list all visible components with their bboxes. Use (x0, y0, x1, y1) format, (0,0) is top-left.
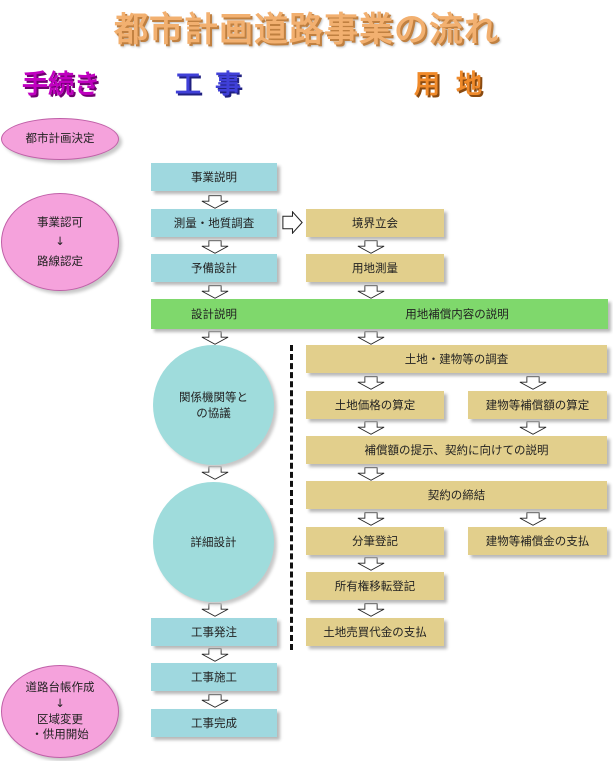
agency-consultation-circle: 関係機関等と の協議 (153, 345, 274, 465)
down-arrow (201, 195, 229, 209)
order-box: 工事発注 (151, 618, 277, 646)
down-arrow (357, 285, 385, 299)
agency-consultation-line1: 関係機関等と (179, 389, 248, 404)
down-arrow (201, 694, 229, 708)
down-arrow (357, 512, 385, 526)
agency-consultation-line2: の協議 (196, 406, 231, 420)
detailed-design-circle: 詳細設計 (153, 482, 274, 602)
ledger-arrow-label: ↓ (55, 695, 65, 710)
ledger-creation-label: 道路台帳作成 (25, 680, 95, 695)
approval-node: 事業認可 ↓ 路線認定 (1, 193, 119, 291)
down-arrow (201, 331, 229, 345)
building-compensation-calc-box: 建物等補償額の算定 (468, 391, 607, 419)
compensation-offer-box: 補償額の提示、契約に向けての説明 (306, 436, 607, 464)
project-approval-label: 事業認可 (37, 214, 83, 229)
ledger-node: 道路台帳作成 ↓ 区域変更 ・供用開始 (1, 665, 119, 758)
down-arrow (357, 603, 385, 617)
down-arrow (357, 421, 385, 435)
down-arrow (519, 376, 547, 390)
design-explanation-label: 設計説明 (191, 307, 237, 321)
area-change-label: 区域変更 (37, 711, 83, 726)
contract-box: 契約の締結 (306, 481, 607, 509)
right-arrow (282, 211, 303, 234)
plan-decision-node: 都市計画決定 (1, 118, 119, 160)
building-compensation-payment-box: 建物等補償金の支払 (468, 527, 607, 555)
land-payment-box: 土地売買代金の支払 (306, 618, 444, 646)
column-header-procedures: 手続き (22, 70, 101, 100)
survey-box: 測量・地質調査 (151, 209, 277, 237)
down-arrow (357, 467, 385, 481)
investigation-box: 土地・建物等の調査 (306, 345, 607, 373)
down-arrow (201, 285, 229, 299)
project-explanation-box: 事業説明 (151, 163, 277, 191)
boundary-witness-box: 境界立会 (306, 209, 444, 237)
down-arrow (357, 240, 385, 254)
route-designation-label: 路線認定 (37, 253, 83, 268)
down-arrow (519, 421, 547, 435)
plan-decision-label: 都市計画決定 (25, 131, 95, 146)
down-arrow (357, 376, 385, 390)
preliminary-design-box: 予備設計 (151, 254, 277, 282)
completion-box: 工事完成 (151, 709, 277, 737)
compensation-explanation-label: 用地補償内容の説明 (405, 307, 509, 321)
column-header-land: 用地 (414, 70, 499, 100)
approval-arrow-label: ↓ (55, 234, 65, 249)
service-start-label: ・供用開始 (31, 727, 89, 742)
subdivision-registration-box: 分筆登記 (306, 527, 444, 555)
column-header-construction: 工事 (175, 70, 256, 100)
land-price-box: 土地価格の算定 (306, 391, 444, 419)
down-arrow (201, 648, 229, 662)
design-explanation-bar: 設計説明 用地補償内容の説明 (151, 299, 608, 329)
dashed-divider (290, 345, 293, 650)
down-arrow (519, 512, 547, 526)
down-arrow (357, 331, 385, 345)
down-arrow (201, 466, 229, 480)
down-arrow (357, 557, 385, 571)
execution-box: 工事施工 (151, 663, 277, 691)
down-arrow (201, 603, 229, 617)
down-arrow (201, 240, 229, 254)
land-survey-box: 用地測量 (306, 254, 444, 282)
ownership-transfer-box: 所有権移転登記 (306, 572, 444, 600)
